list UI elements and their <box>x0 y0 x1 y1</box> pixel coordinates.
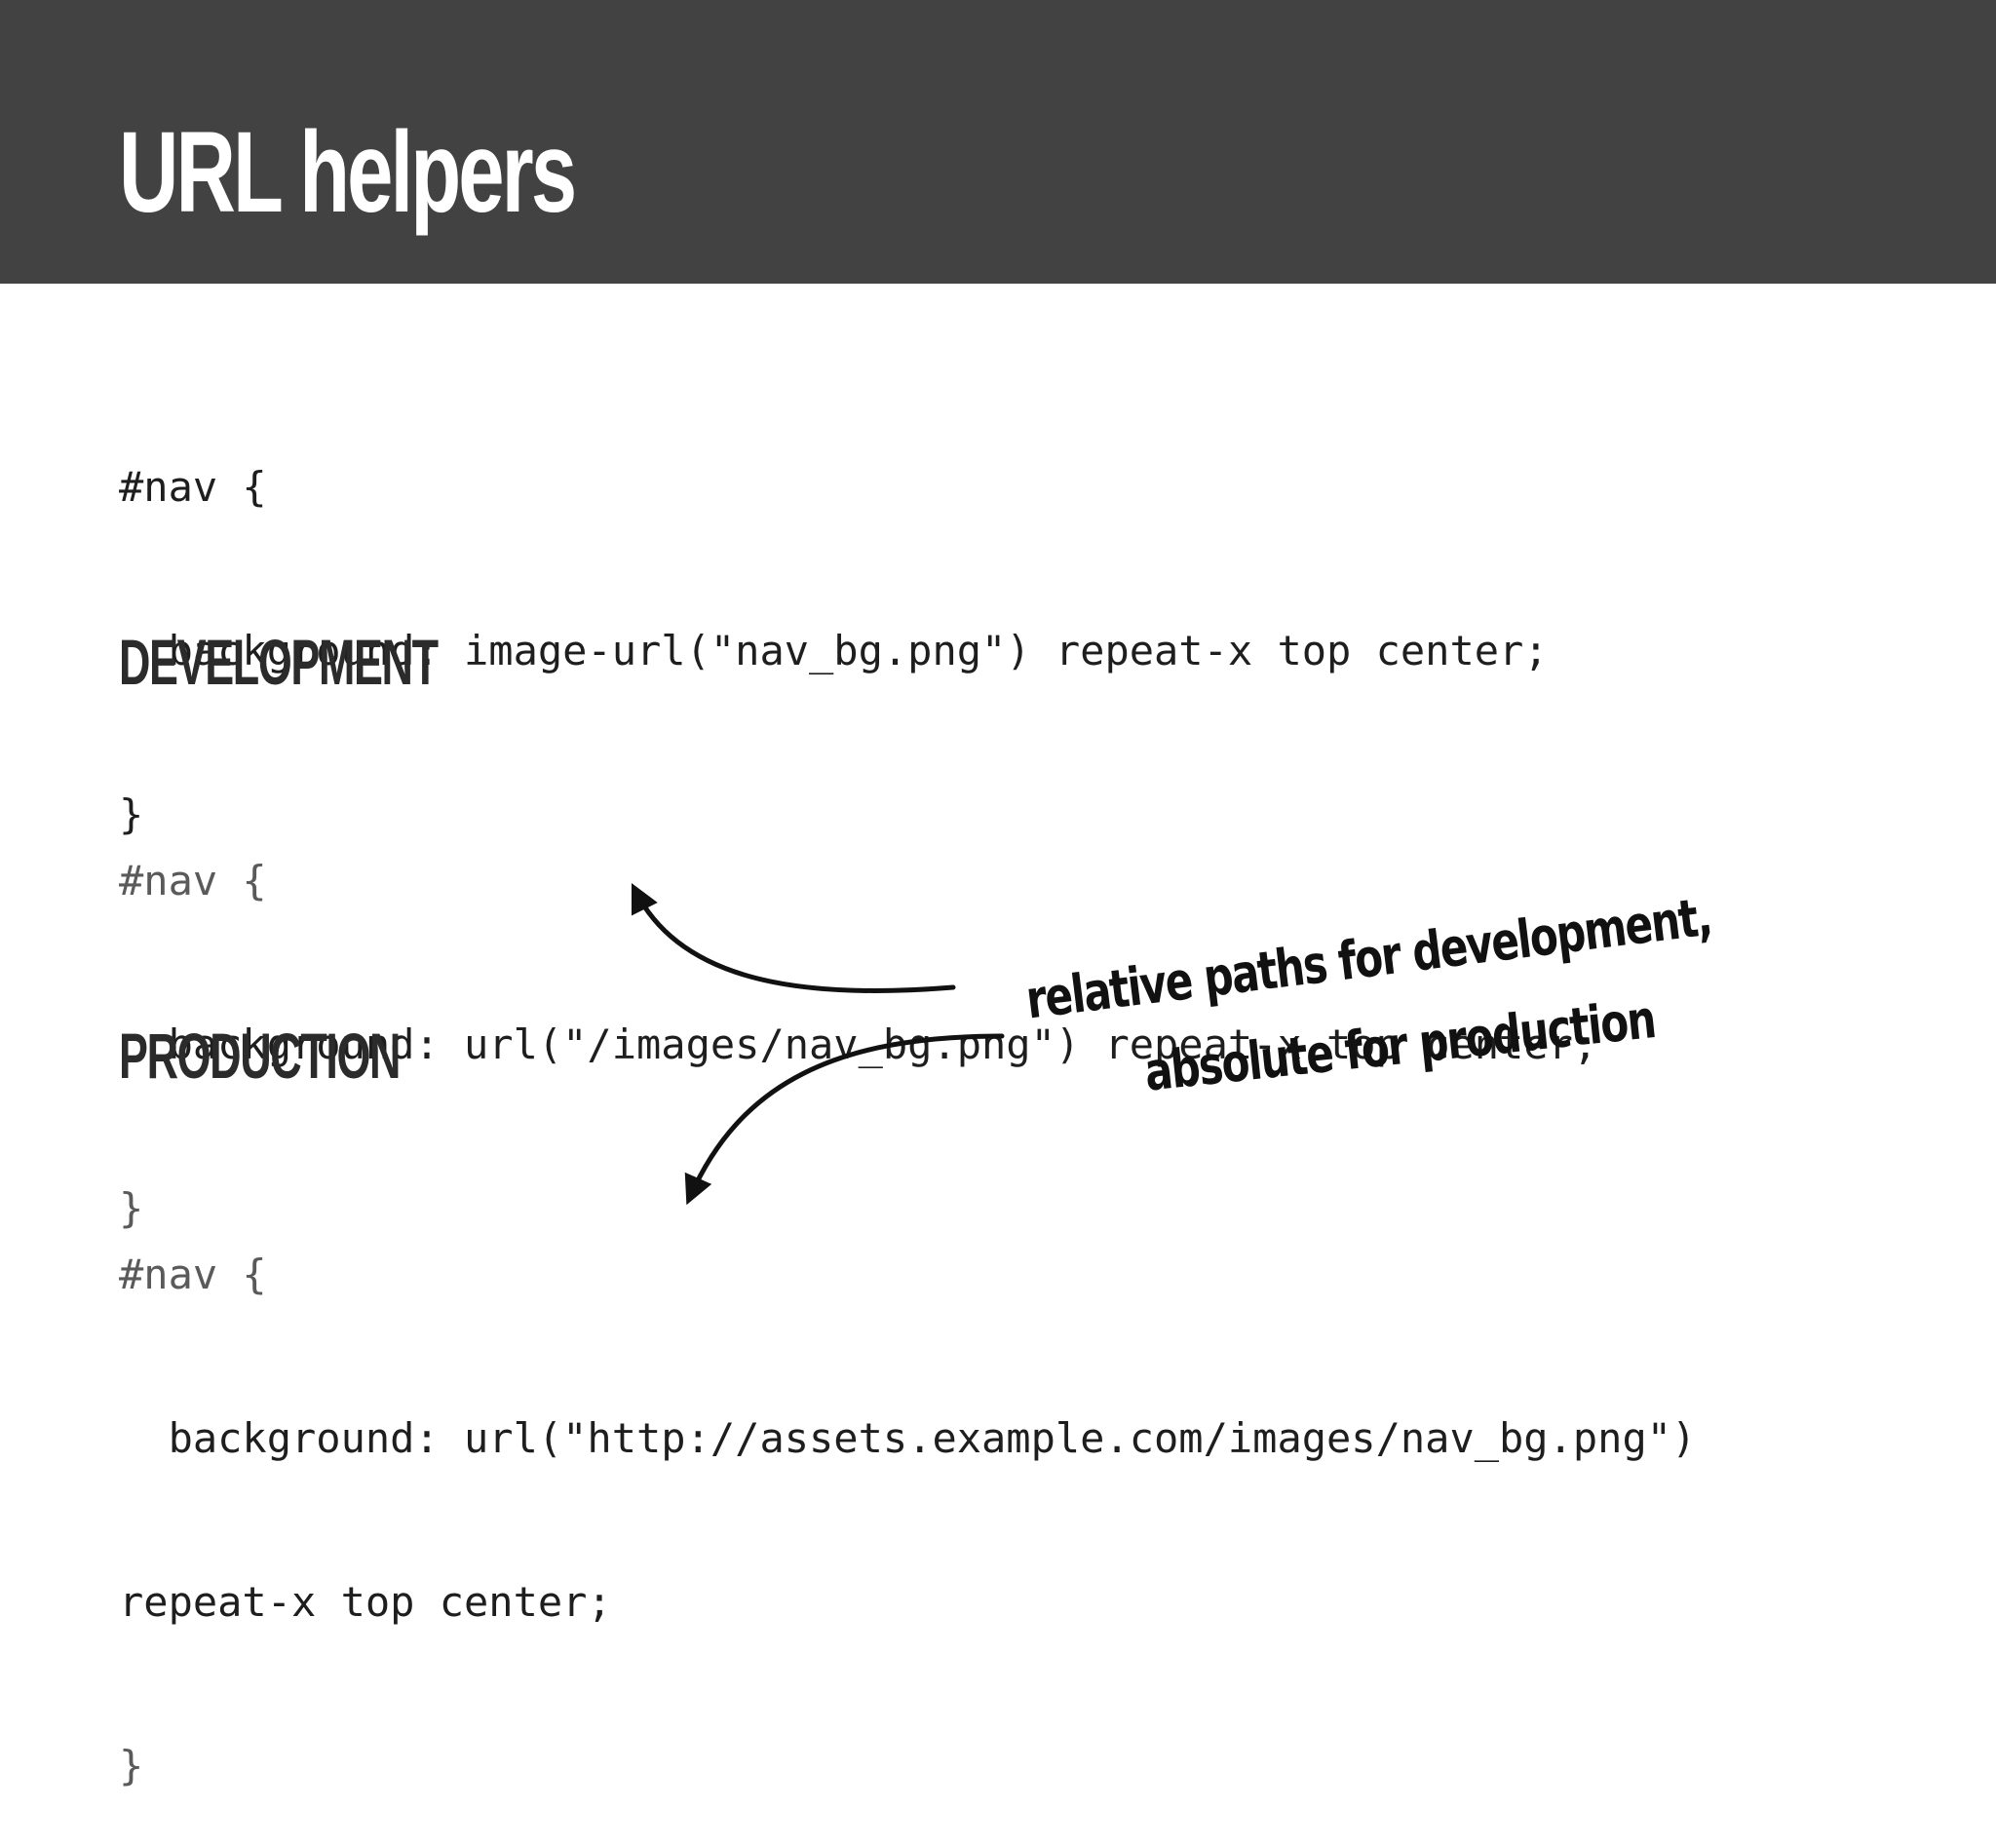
code-line: #nav { <box>119 463 267 511</box>
code-line: #nav { <box>119 1251 267 1298</box>
code-line: #nav { <box>119 857 267 905</box>
arrow-to-production <box>684 1033 1005 1206</box>
production-heading: PRODUCTION <box>119 1020 401 1092</box>
source-code-block: #nav { background: image-url("nav_bg.png… <box>119 351 1549 897</box>
slide-title: URL helpers <box>119 108 577 237</box>
development-code-block: #nav { background: url("/images/nav_bg.p… <box>119 745 1597 1290</box>
code-line: background: url("/images/nav_bg.png") re… <box>119 1020 1598 1068</box>
arrow-to-development <box>631 882 956 994</box>
code-line: } <box>119 1742 144 1790</box>
code-line: } <box>119 1184 144 1232</box>
development-heading: DEVELOPMENT <box>119 626 439 698</box>
code-line: } <box>119 790 144 838</box>
code-line: repeat-x top center; <box>119 1578 612 1626</box>
code-line: background: image-url("nav_bg.png") repe… <box>119 627 1549 674</box>
title-bar <box>0 0 1996 284</box>
annotation-arrows <box>631 882 1005 1206</box>
code-line: background: url("http://assets.example.c… <box>119 1414 1697 1462</box>
